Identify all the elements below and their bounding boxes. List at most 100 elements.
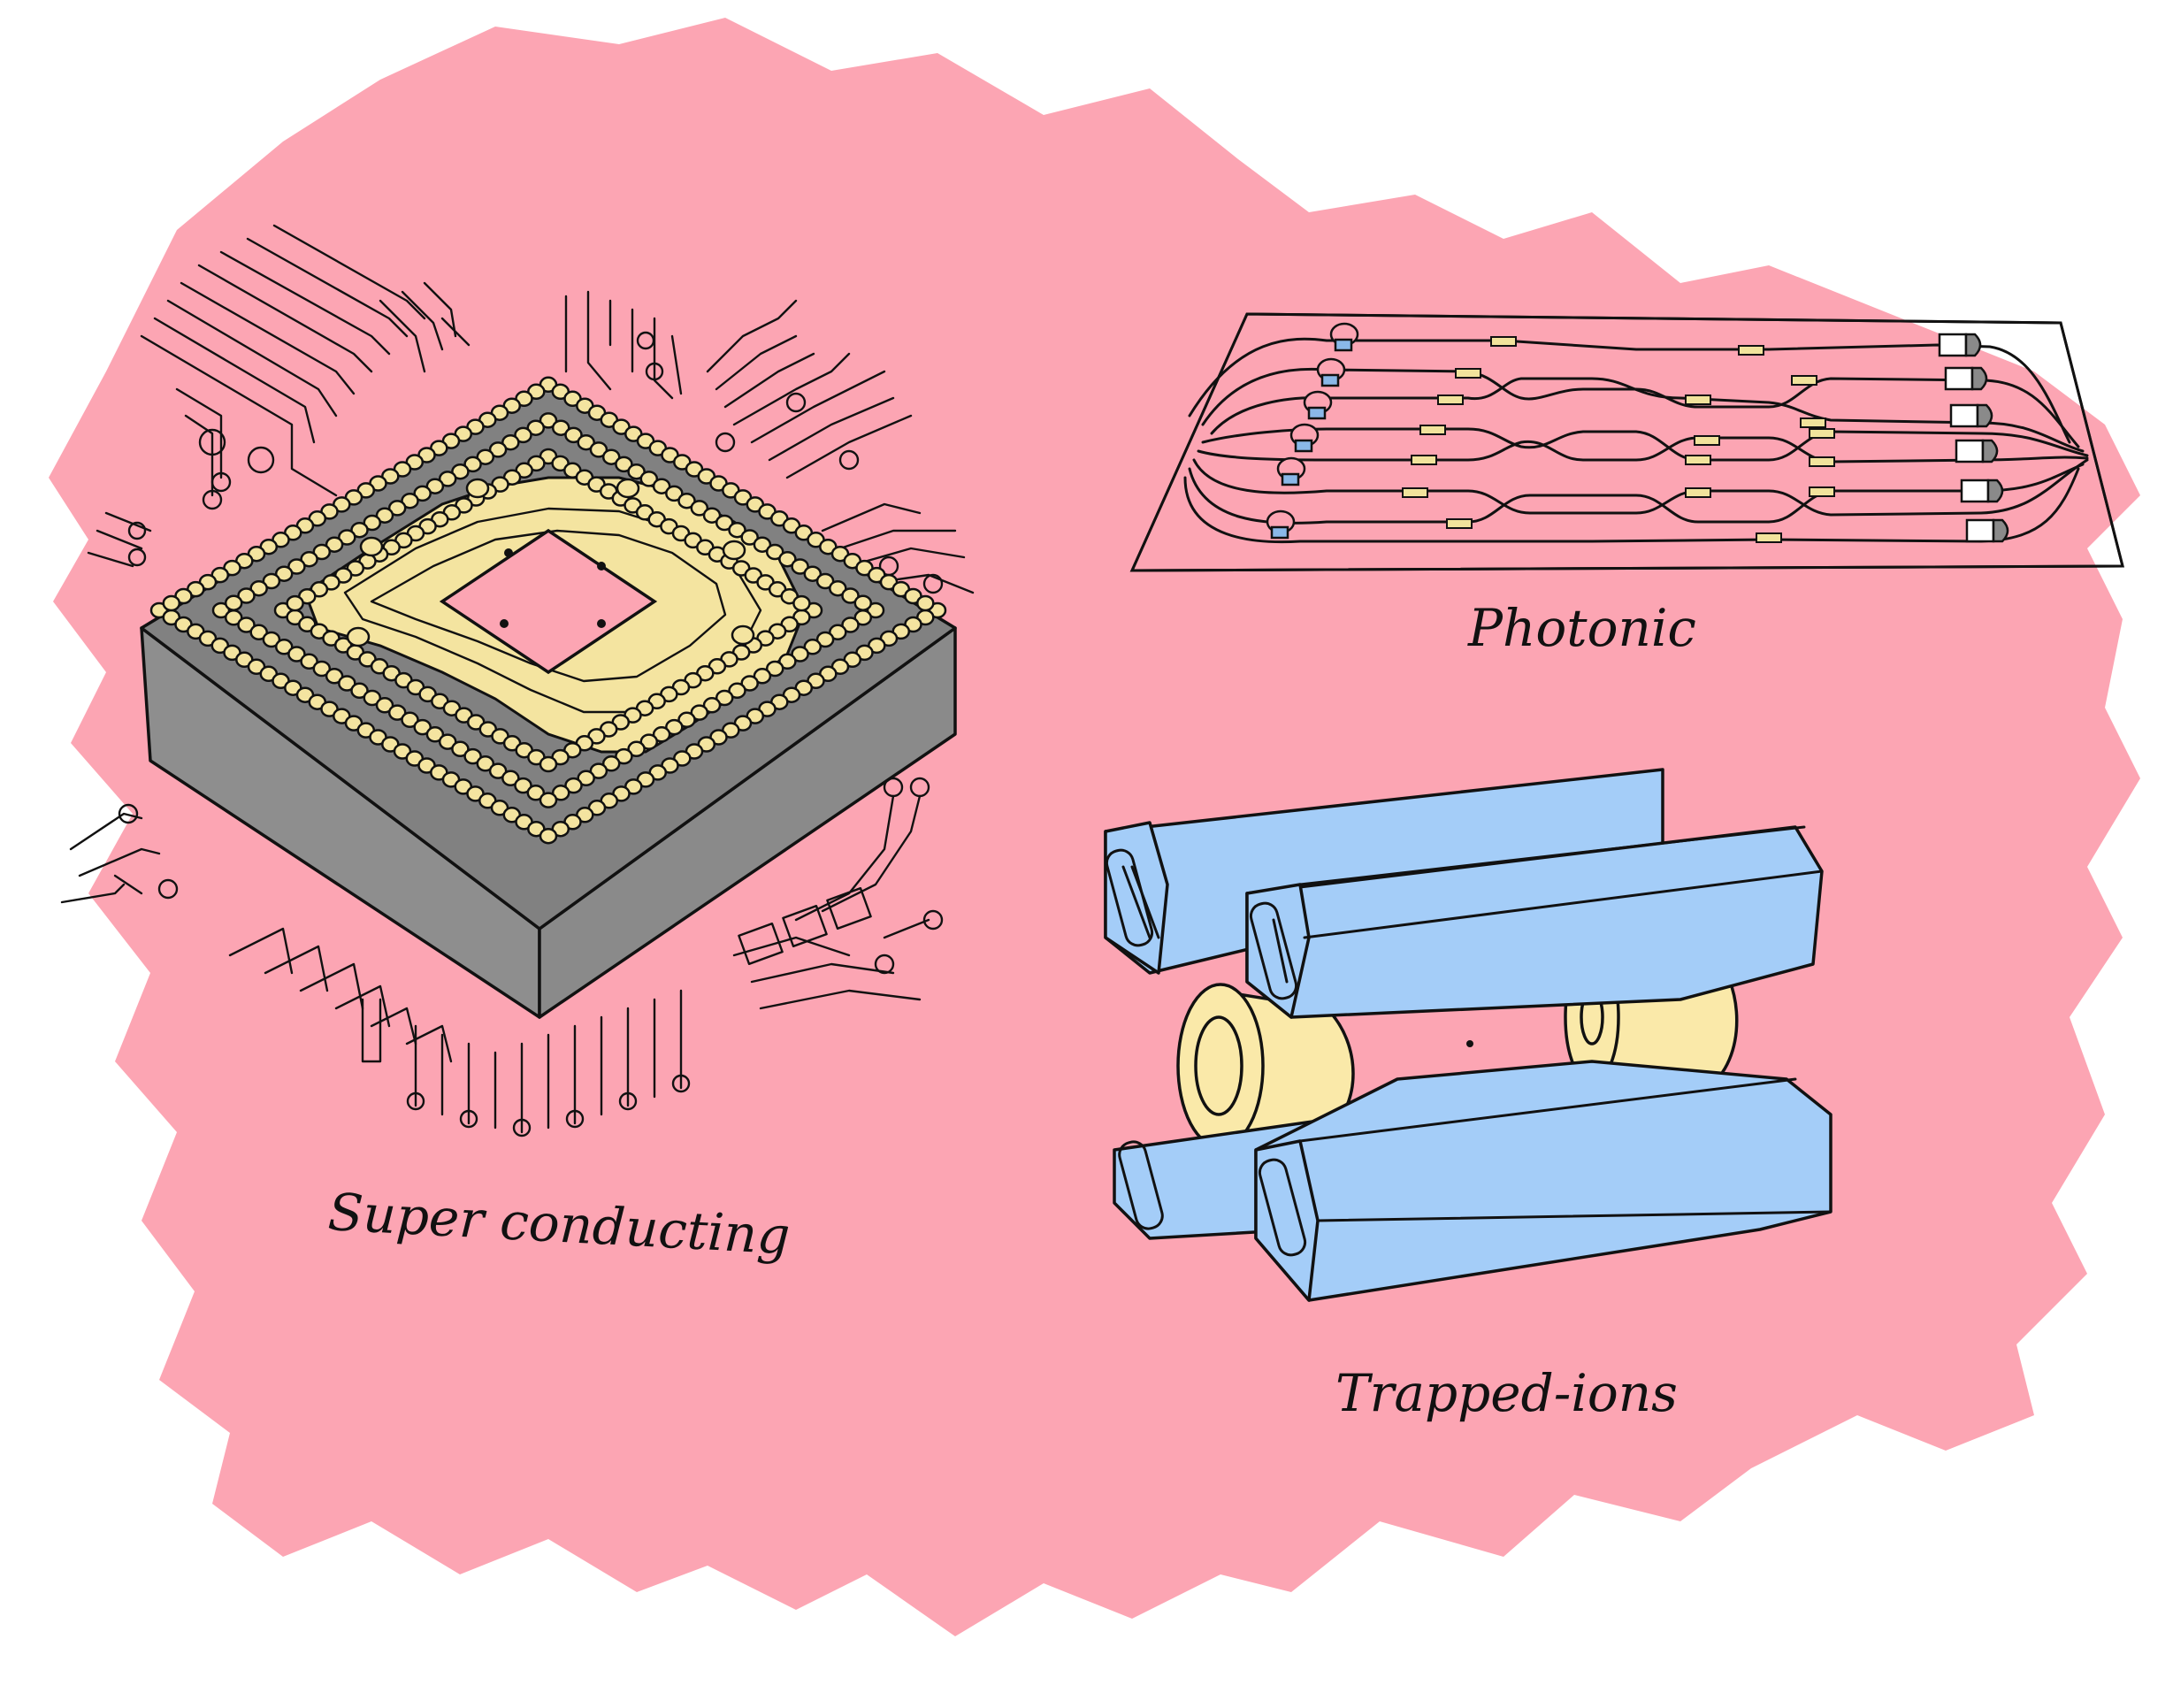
bump [639,733,659,750]
bump [488,441,508,458]
bump [501,433,520,451]
bump [375,507,394,524]
photon-phase-element [1334,338,1353,352]
bump [615,456,633,473]
photon-phase-element [1281,472,1300,486]
bump [514,777,532,794]
bump [841,617,860,633]
bump [249,579,268,597]
detector-cap [1976,403,1993,428]
photon-phase-element [1320,373,1340,387]
bump [425,478,445,494]
bump [652,478,671,494]
circuit-traces [60,224,975,1137]
bump [778,550,797,568]
bump [841,587,860,604]
detector-body [1960,479,1990,503]
bump [312,660,332,678]
thermo-optic-heater [1791,375,1817,386]
bump [463,456,482,473]
bump [765,543,784,561]
bump [677,492,696,509]
bump [463,747,482,765]
bump [438,733,457,750]
bump [312,543,332,561]
thermo-optic-heater [1490,336,1517,347]
thermo-optic-heater [1809,456,1835,467]
bump [363,689,382,707]
corner-bump [346,626,371,647]
bump [401,492,419,509]
bump [792,594,811,612]
bump [262,572,281,590]
bump [702,697,722,714]
bump [577,770,595,787]
corner-bump [722,540,746,561]
bump [665,485,684,502]
photon-phase-element [1307,406,1327,420]
bump [162,594,181,612]
bump [728,682,746,700]
bump [615,747,633,765]
bump [702,507,722,524]
thermo-optic-heater [1694,435,1720,446]
bump [665,718,684,736]
bump [274,639,294,655]
bump [753,668,772,685]
thermo-optic-heater [1738,345,1764,356]
detector-cap [1981,439,1999,463]
bump-array [149,376,947,845]
bump [564,777,583,794]
bump [501,770,520,787]
thermo-optic-heater [1756,532,1782,543]
bump [451,463,470,480]
bump [778,653,797,670]
bump [753,536,772,553]
bump [652,726,671,743]
bump [791,646,809,663]
bump [627,740,646,758]
label-photonic: Photonic [1467,598,1696,658]
bump [237,617,256,633]
bump [551,419,570,436]
bump [577,433,595,451]
bump [325,536,344,553]
bump [387,500,407,517]
thermo-optic-heater [1437,394,1464,405]
bump [287,646,306,663]
bump [803,565,823,582]
bump [476,448,495,465]
detector-body [1944,366,1974,391]
bump [539,827,558,845]
bump [589,441,608,458]
bump [375,697,394,714]
bump [425,726,445,743]
bump [350,682,369,700]
thermo-optic-heater [1685,394,1711,405]
photonic-heaters [1402,336,1835,543]
bump [387,704,407,721]
detector-body [1949,403,1979,428]
thermo-optic-heater [1800,417,1826,428]
bump [715,514,734,532]
thermo-optic-heater [1685,487,1711,498]
bump [916,594,935,612]
detector-body [1965,518,1995,543]
bump [526,419,546,436]
bump [438,471,457,487]
detector-cap [1964,333,1982,357]
bump [300,653,318,670]
bump [539,412,558,429]
bump [237,587,256,604]
thermo-optic-heater [1685,455,1711,465]
thermo-optic-heater [1419,425,1446,435]
detector-body [1938,333,1968,357]
bump [488,762,508,779]
thermo-optic-heater [1809,486,1835,497]
bump [476,755,495,772]
bump [601,755,621,772]
bump [451,740,470,758]
corner-bump [359,536,384,557]
bump [413,485,432,502]
